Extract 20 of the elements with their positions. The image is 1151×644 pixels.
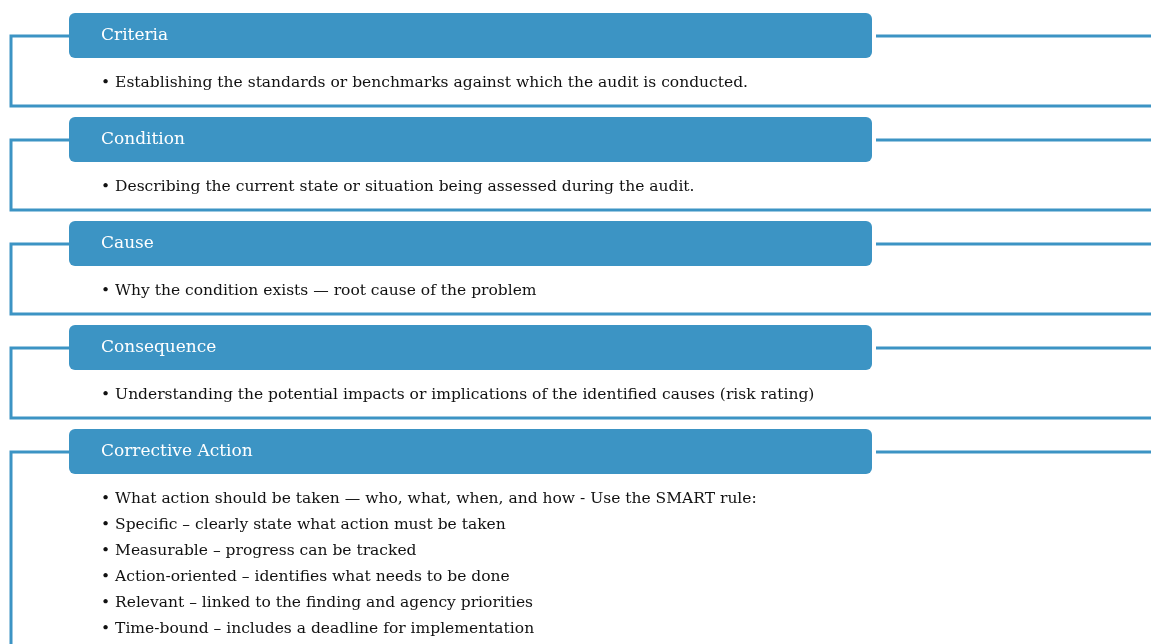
section-title: Corrective Action [101,440,253,460]
header-bar [69,325,872,370]
header-bar [69,221,872,266]
bullet-text: • Measurable – progress can be tracked [101,540,417,560]
bullet-text: • Establishing the standards or benchmarks against which the audit is conducted. [101,72,748,92]
header-bar [69,13,872,58]
header-bar [69,429,872,474]
bullet-text: • Understanding the potential impacts or implications of the identified causes (risk rating) [101,384,815,404]
section-title: Consequence [101,336,217,356]
section-title: Criteria [101,24,169,44]
section-title: Cause [101,232,154,252]
bullet-text: • What action should be taken — who, what, when, and how - Use the SMART rule: [101,488,757,508]
bullet-text: • Time-bound – includes a deadline for implementation [101,618,535,638]
section-title: Condition [101,128,185,148]
bullet-text: • Why the condition exists — root cause of the problem [101,280,537,300]
bullet-text: • Action-oriented – identifies what needs to be done [101,566,510,586]
bullet-text: • Specific – clearly state what action must be taken [101,514,506,534]
bullet-text: • Relevant – linked to the finding and agency priorities [101,592,534,612]
bullet-text: • Describing the current state or situation being assessed during the audit. [101,176,695,196]
header-bar [69,117,872,162]
